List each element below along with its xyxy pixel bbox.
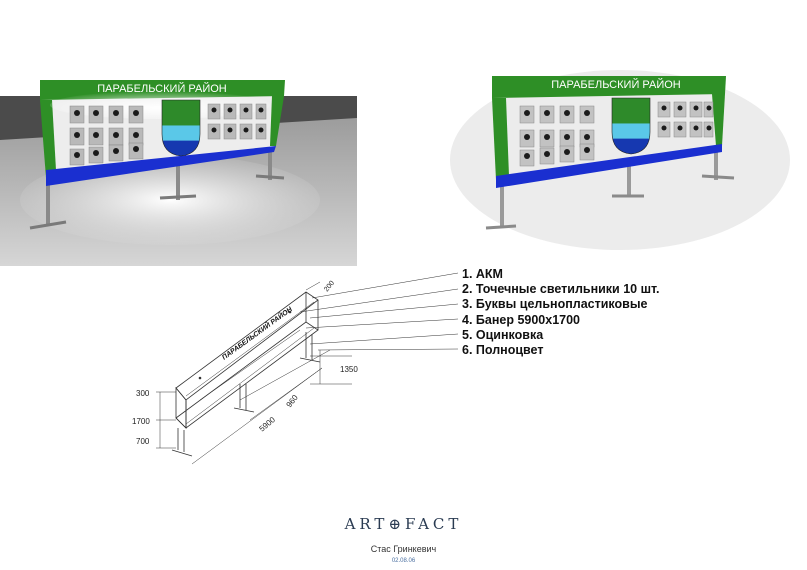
board-title-left: ПАРАБЕЛЬСКИЙ РАЙОН — [97, 82, 227, 95]
spec-item-6: 6. Полноцвет — [462, 343, 544, 358]
spec-list: 1. АКМ 2. Точечные светильники 10 шт. 3.… — [462, 267, 660, 358]
spec-item-3: 3. Буквы цельнопластиковые — [462, 297, 648, 312]
spec-item-2: 2. Точечные светильники 10 шт. — [462, 282, 660, 297]
dim-960: 960 — [284, 393, 300, 409]
coat-of-arms-left — [161, 99, 201, 157]
dim-5900: 5900 — [258, 415, 278, 434]
board-title-right: ПАРАБЕЛЬСКИЙ РАЙОН — [551, 78, 681, 91]
dim-300: 300 — [136, 389, 150, 398]
dim-700: 700 — [136, 437, 150, 446]
date-label: 02.08.06 — [391, 558, 416, 564]
dim-200: 200 — [323, 280, 336, 294]
spec-item-4: 4. Банер 5900х1700 — [462, 312, 581, 327]
spec-item-1: 1. АКМ — [462, 267, 503, 281]
dim-1700: 1700 — [132, 417, 150, 426]
coat-of-arms-right — [611, 97, 651, 155]
company-logo: ART⊕FACT — [344, 515, 463, 533]
right-render: ПАРАБЕЛЬСКИЙ РАЙОН — [450, 70, 790, 250]
dim-1350: 1350 — [340, 365, 358, 374]
drawing-spotlights — [198, 310, 292, 380]
author-name: Стас Гринкевич — [370, 544, 437, 554]
left-render: ПАРАБЕЛЬСКИЙ РАЙОН — [0, 80, 357, 266]
technical-drawing — [156, 272, 459, 465]
drawing-panel-text: ПАРАБЕЛЬСКИЙ РАЙОН — [220, 304, 295, 362]
spec-item-5: 5. Оцинковка — [462, 327, 544, 342]
